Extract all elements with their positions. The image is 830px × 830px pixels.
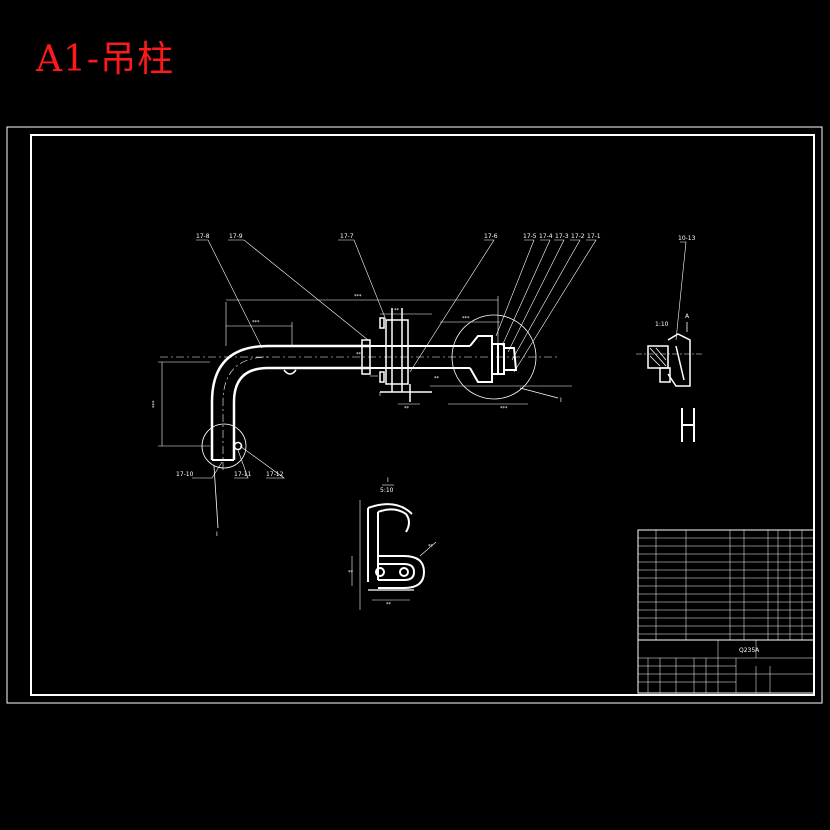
section-profile-i [681,408,695,442]
inner-frame [30,134,815,696]
title-grid [638,640,814,693]
svg-text:**: ** [404,406,410,412]
flange-section-leader [519,387,559,399]
sheet-title: A1-吊柱 [36,39,175,80]
callout-leaders [192,239,687,479]
detail-view-i: I 5:10 ** ** ** [348,477,437,610]
davit-pipe-inner [232,366,370,460]
callout-10-13: 10-13 [678,235,696,242]
detail-body [367,503,426,591]
svg-text:***: *** [252,320,260,326]
elbow-weld [283,369,297,375]
outer-frame [6,126,823,704]
section-view-a: A 1:10 [636,313,704,442]
callout-17-2: 17-2 [571,233,585,240]
section-body [647,333,691,387]
drawing-code: Q235A [739,647,760,654]
section-scale: 1:10 [655,321,669,328]
callout-17-8: 17-8 [196,233,210,240]
callout-17-5: 17-5 [523,233,537,240]
end-flange [469,335,518,383]
callout-17-6: 17-6 [484,233,498,240]
svg-text:**: ** [394,308,400,314]
section-label: A [685,313,690,320]
callout-17-4: 17-4 [539,233,553,240]
dimension-lines [158,296,572,447]
dimension-texts: *** *** *** ** ** *** *** ** ** [152,294,508,412]
davit-pipe-outer [210,344,370,460]
detail-dimensions [351,500,437,610]
svg-text:**: ** [434,376,440,382]
svg-text:**: ** [356,352,362,358]
svg-text:***: *** [354,294,362,300]
flange-section-mark: I [560,397,562,404]
callout-17-7: 17-7 [340,233,354,240]
title-block: Q235A [637,529,815,694]
svg-text:***: *** [462,316,470,322]
callout-17-9: 17-9 [229,233,243,240]
callout-17-10: 17-10 [176,471,194,478]
mounting-clamp [361,308,432,402]
callout-labels: 17-8 17-9 17-7 17-6 17-5 17-4 17-3 17-2 … [176,233,696,538]
callout-17-11: 17-11 [234,471,252,478]
callout-17-1: 17-1 [587,233,601,240]
main-view: I *** *** *** ** ** [152,233,696,538]
detail-dimension-texts: ** ** ** [348,544,434,608]
base-bolt [233,441,243,451]
detail-scale: 5:10 [380,487,394,494]
detail-mark-leader [213,465,219,529]
svg-text:***: *** [152,400,158,408]
svg-text:**: ** [428,544,434,550]
svg-text:**: ** [348,570,354,576]
callout-17-3: 17-3 [555,233,569,240]
callout-17-12: 17-12 [266,471,284,478]
svg-text:**: ** [386,602,392,608]
svg-text:***: *** [500,406,508,412]
parts-list-grid [638,530,814,641]
detail-mark-i: I [216,531,218,538]
title-block-frame [637,529,815,694]
flange-detail-circle [451,314,537,400]
pipe-bend-centerline [222,356,269,470]
detail-label: I [387,477,389,484]
